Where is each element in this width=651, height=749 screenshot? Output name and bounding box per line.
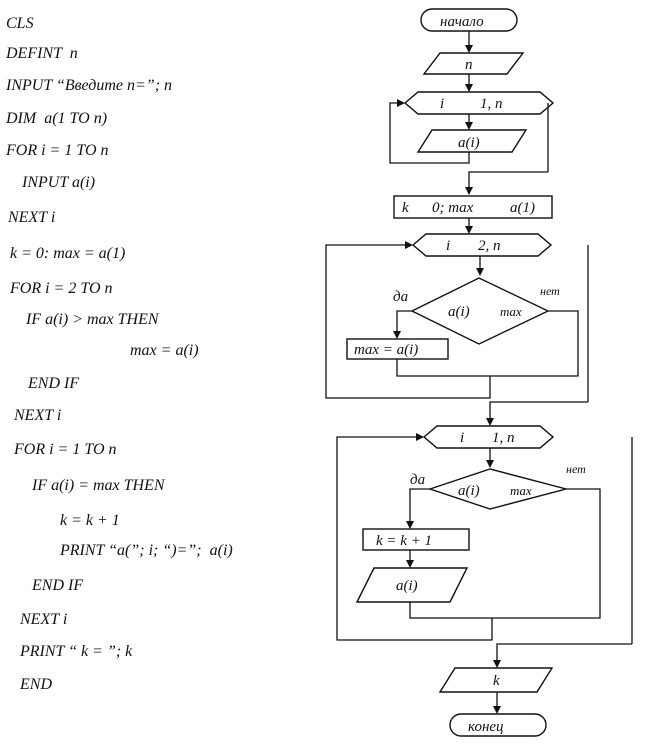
end-terminator: конец [449, 713, 547, 737]
loop3-range: 1, n [492, 430, 515, 446]
cond2-right: max [510, 483, 532, 498]
cond2-left: a(i) [458, 483, 480, 499]
input-n-block: n [422, 52, 525, 75]
decision-1: a(i) max [410, 277, 550, 345]
decision2-yes-label: да [410, 472, 425, 488]
code-line-endif-1: END IF [28, 375, 80, 392]
code-line-input-ai: INPUT a(i) [22, 174, 96, 191]
start-label: начало [440, 14, 484, 30]
input-ai-block: a(i) [416, 129, 528, 153]
code-line-next-3: NEXT i [20, 611, 68, 628]
arrow-cond1-yes [393, 310, 412, 339]
loop1-header: i 1, n [403, 91, 555, 115]
code-line-dim: DIM a(1 TO n) [6, 110, 108, 127]
join-cond2-yes [409, 602, 492, 619]
code-line-for-1: FOR i = 1 TO n [6, 142, 109, 159]
inc-k-block: k = k + 1 [362, 528, 470, 551]
arrow-loop2-exit [486, 401, 588, 426]
init-k-label: k [402, 200, 409, 216]
code-line-assign-max: max = a(i) [130, 342, 199, 359]
cond1-left: a(i) [448, 304, 470, 320]
arrow-loop1-exit [465, 171, 548, 195]
decision1-yes-label: да [393, 289, 408, 305]
join-cond1-yes [396, 359, 490, 377]
loop3-back-edge [336, 433, 493, 641]
code-line-next-1: NEXT i [8, 209, 56, 226]
loop3-var: i [460, 430, 464, 446]
cond1-right: max [500, 304, 522, 319]
decision2-no-label: нет [566, 462, 586, 476]
end-label: конец [468, 719, 504, 735]
code-line-endif-2: END IF [32, 577, 84, 594]
inc-k-label: k = k + 1 [376, 533, 432, 549]
code-line-end: END [20, 676, 52, 693]
output-ai-label: a(i) [396, 578, 418, 594]
input-ai-label: a(i) [458, 135, 480, 151]
loop1-var: i [440, 96, 444, 112]
join-cond1-no [490, 310, 579, 377]
loop1-range: 1, n [480, 96, 503, 112]
input-n-label: n [465, 57, 473, 73]
loop2-range: 2, n [478, 238, 501, 254]
loop2-back-edge [325, 241, 491, 399]
code-line-init: k = 0: max = a(1) [10, 245, 126, 262]
arrow-loop3-exit [493, 643, 632, 668]
loop2-header: i 2, n [411, 233, 553, 257]
loop1-back-edge [389, 99, 470, 164]
code-line-input-n: INPUT “Введите n=”; n [6, 77, 173, 94]
code-line-print-ai: PRINT “a(”; i; “)=”; a(i) [60, 542, 233, 559]
join-cond2-no [492, 488, 601, 619]
decision1-no-label: нет [540, 284, 560, 298]
loop3-header: i 1, n [422, 425, 555, 449]
loop2-var: i [446, 238, 450, 254]
code-line-for-3: FOR i = 1 TO n [14, 441, 117, 458]
output-ai-block: a(i) [355, 567, 469, 603]
code-line-defint: DEFINT n [6, 45, 78, 62]
assign-max-block: max = a(i) [346, 338, 449, 360]
init-block: k 0; max a(1) [393, 195, 553, 219]
code-line-print-k: PRINT “ k = ”; k [20, 643, 133, 660]
start-terminator: начало [420, 8, 518, 32]
init-assign-label: 0; max [432, 200, 474, 216]
code-line-for-2: FOR i = 2 TO n [10, 280, 113, 297]
code-line-if-1: IF a(i) > max THEN [26, 311, 159, 328]
assign-max-label: max = a(i) [354, 342, 418, 358]
code-line-if-2: IF a(i) = max THEN [32, 477, 165, 494]
arrow-cond2-yes [406, 488, 430, 529]
init-a1-label: a(1) [510, 200, 535, 216]
code-line-inc-k: k = k + 1 [60, 512, 120, 529]
code-line-next-2: NEXT i [14, 407, 62, 424]
decision-2: a(i) max [427, 468, 569, 510]
code-line-cls: CLS [6, 15, 34, 32]
output-k-label: k [493, 673, 500, 689]
output-k-block: k [438, 667, 554, 693]
